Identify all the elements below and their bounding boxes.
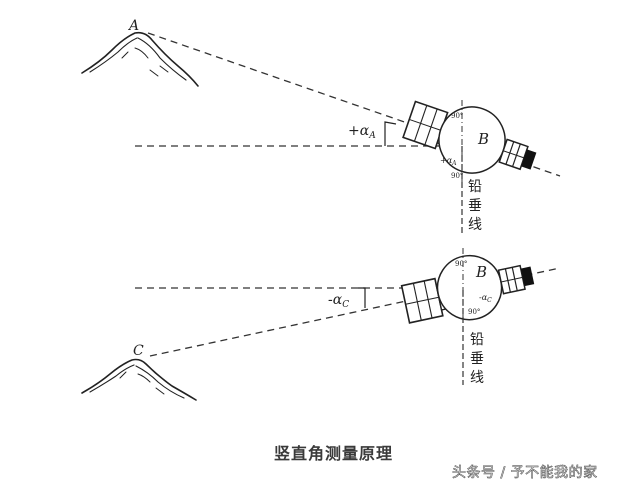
inner-angle-a-label: +αA xyxy=(440,156,457,167)
theodolite-top xyxy=(402,100,537,174)
plumb-char: 垂 xyxy=(470,351,484,367)
plumb-line-label-bottom: 铅 垂 线 xyxy=(470,331,486,388)
plumb-line-label-top: 铅 垂 线 xyxy=(468,178,484,235)
diagram-caption: 竖直角测量原理 xyxy=(274,444,394,463)
scale-top-bottom: 90° xyxy=(455,260,467,268)
scale-bottom-top: 90° xyxy=(451,172,463,180)
plumb-char: 线 xyxy=(470,370,484,386)
eyepiece-cap xyxy=(520,266,535,287)
mountain-a xyxy=(81,31,199,87)
angle-bracket-a xyxy=(384,121,397,146)
plumb-char: 线 xyxy=(468,217,482,233)
angle-c-label: -αC xyxy=(328,292,349,310)
angle-a-label: +αA xyxy=(348,123,376,141)
center-b-label-top: B xyxy=(477,130,489,148)
center-b-label-bottom: B xyxy=(475,263,487,281)
angle-bracket-c xyxy=(358,287,366,308)
plumb-char: 垂 xyxy=(468,198,482,214)
mountain-c xyxy=(81,358,197,401)
bottom-scene: -αC B 90° 90° -αC xyxy=(81,248,561,401)
plumb-char: 铅 xyxy=(470,332,484,348)
point-c-label: C xyxy=(133,343,144,359)
watermark: 头条号 / 予不能我的家 xyxy=(452,465,598,482)
point-a-label: A xyxy=(127,18,139,34)
eyepiece-cap xyxy=(521,149,537,170)
plumb-char: 铅 xyxy=(468,179,482,195)
inner-angle-c-label: -αC xyxy=(479,293,492,304)
scale-bottom-bottom: 90° xyxy=(468,308,480,316)
scale-top-top: 90° xyxy=(451,112,463,120)
theodolite-bottom xyxy=(400,254,535,324)
top-scene: A +αA B 90° xyxy=(81,18,561,235)
